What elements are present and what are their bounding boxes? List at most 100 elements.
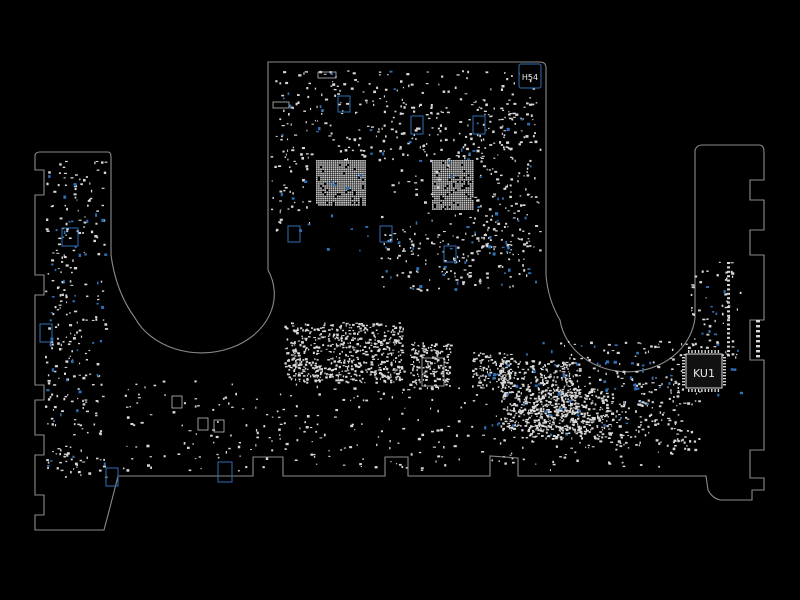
smd-pad	[520, 407, 523, 409]
smd-pad	[365, 362, 368, 364]
smd-pad	[687, 448, 691, 451]
smd-pad	[562, 404, 564, 407]
smd-pad	[557, 364, 560, 366]
smd-pad	[372, 358, 376, 360]
smd-pad	[582, 422, 585, 424]
smd-pad	[56, 394, 59, 398]
smd-pad	[669, 357, 672, 359]
chip-pin	[691, 389, 693, 392]
bga-ball	[440, 174, 442, 177]
smd-pad	[531, 415, 533, 417]
smd-pad	[512, 409, 516, 412]
smd-pad	[575, 395, 579, 397]
bga-ball	[347, 168, 350, 170]
smd-pad	[87, 204, 89, 207]
connector-pin	[727, 284, 730, 286]
smd-pad	[542, 422, 544, 425]
smd-pad	[698, 391, 701, 393]
bga-ball	[463, 168, 466, 170]
smd-pad	[291, 205, 294, 208]
bga-ball	[459, 164, 461, 166]
smd-pad	[414, 380, 416, 383]
bga-ball	[332, 164, 335, 166]
smd-pad	[547, 411, 550, 413]
smd-pad	[400, 169, 404, 172]
smd-pad	[521, 429, 524, 432]
smd-pad	[503, 377, 506, 379]
smd-pad	[508, 385, 510, 388]
smd-pad	[360, 466, 362, 468]
smd-pad	[619, 445, 623, 448]
bga-ball	[463, 193, 466, 196]
smd-pad	[525, 396, 528, 399]
bga-ball	[320, 195, 322, 198]
smd-pad	[561, 412, 563, 415]
bga-ball	[337, 202, 339, 204]
bga-ball	[318, 172, 320, 175]
smd-pad	[514, 414, 516, 417]
bga-ball	[471, 189, 474, 191]
bga-ball	[442, 164, 445, 166]
marked-pad	[623, 401, 626, 403]
smd-pad	[543, 383, 546, 386]
bga-ball	[457, 172, 459, 175]
smd-pad	[540, 413, 543, 415]
smd-pad	[276, 410, 279, 413]
smd-pad	[441, 370, 445, 373]
smd-pad	[677, 438, 679, 441]
smd-pad	[385, 366, 387, 368]
smd-pad	[727, 317, 730, 319]
smd-pad	[454, 275, 456, 278]
bga-ball	[467, 176, 470, 179]
chip-pin	[723, 378, 726, 380]
smd-pad	[359, 337, 363, 340]
connector-pin	[727, 279, 730, 282]
smd-pad	[447, 344, 449, 347]
mount-hole-h54[interactable]: H54	[518, 63, 542, 89]
smd-pad	[341, 350, 343, 353]
smd-pad	[343, 359, 346, 362]
bga-ball	[328, 197, 331, 200]
bga-ball	[322, 172, 324, 175]
bga-ball	[436, 172, 438, 175]
bga-ball	[343, 166, 345, 168]
bga-ball	[328, 170, 331, 173]
marked-pad	[330, 214, 334, 218]
bga-ball	[434, 160, 436, 162]
smd-pad	[47, 382, 51, 385]
smd-pad	[101, 161, 104, 164]
smd-pad	[318, 381, 321, 383]
bga-ball	[446, 208, 449, 210]
smd-pad	[564, 374, 568, 377]
smd-pad	[507, 381, 510, 384]
smd-pad	[537, 395, 540, 398]
smd-pad	[555, 445, 558, 448]
smd-pad	[398, 181, 400, 185]
smd-pad	[314, 374, 318, 376]
bga-ball	[328, 204, 331, 206]
smd-pad	[466, 77, 468, 80]
connector-pin	[727, 297, 730, 300]
smd-pad	[85, 410, 89, 413]
smd-pad	[194, 380, 197, 383]
bga-ball	[440, 170, 442, 173]
smd-pad	[302, 375, 306, 377]
smd-pad	[410, 372, 412, 375]
marked-pad	[63, 195, 67, 199]
smd-pad	[305, 165, 309, 168]
smd-pad	[292, 357, 296, 360]
bga-ball	[322, 162, 324, 164]
smd-pad	[488, 208, 492, 211]
smd-pad	[392, 341, 395, 344]
bga-ball	[360, 168, 362, 170]
smd-pad	[494, 195, 496, 197]
smd-pad	[601, 417, 603, 419]
chip-ku1[interactable]: KU1	[682, 350, 726, 392]
smd-pad	[293, 160, 296, 162]
bga-ball	[360, 193, 362, 196]
smd-pad	[642, 383, 645, 385]
smd-pad	[437, 455, 441, 458]
bga-ball	[355, 168, 358, 170]
mount-hole-h54-label: H54	[522, 73, 538, 82]
